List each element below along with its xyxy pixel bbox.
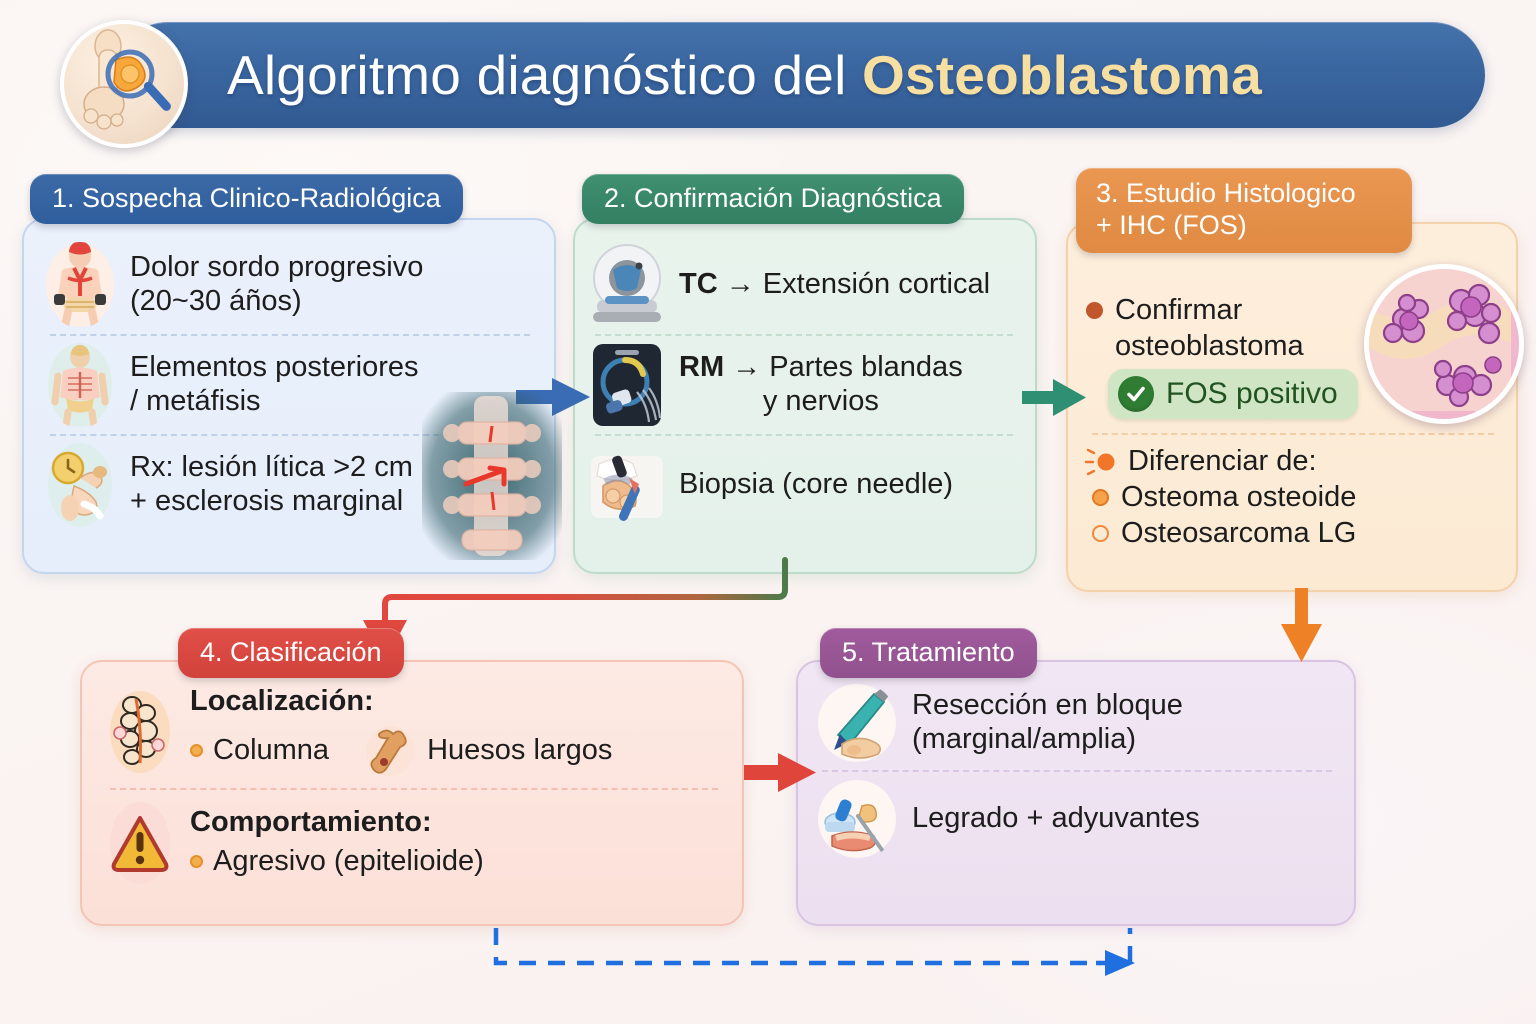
panel-3-diferenciar-text: Diferenciar de: — [1128, 445, 1317, 478]
panel-5-divider — [822, 770, 1332, 772]
panel-3-diff-item-1-text: Osteoma osteoide — [1121, 480, 1357, 513]
histology-micrograph-icon — [1364, 264, 1524, 424]
page-title-highlight: Osteoblastoma — [862, 44, 1262, 106]
diagram-title-bar: Algoritmo diagnóstico del Osteoblastoma — [115, 22, 1485, 128]
panel-3-diff-item-2: Osteosarcoma LG — [1092, 517, 1500, 551]
panel-1-divider-1 — [50, 334, 530, 336]
bullet-dot-hollow-icon — [1092, 524, 1109, 542]
panel-1-row-3: Rx: lesión lítica >2 cm + esclerosis mar… — [44, 442, 536, 528]
panel-5-row-2-label: Legrado + adyuvantes — [912, 802, 1200, 835]
panel-5-row-2: Legrado + adyuvantes — [816, 778, 1338, 860]
panel-4-divider — [110, 787, 718, 790]
panel-4-header-label: 4. Clasificación — [200, 637, 382, 667]
patient-anatomy-icon — [44, 342, 116, 428]
panel-4-group-comportamiento: Comportamiento: Agresivo (epitelioide) — [104, 800, 724, 886]
panel-2-row-1-arrow: → — [725, 268, 755, 301]
bullet-dot-filled-icon — [1092, 489, 1109, 507]
panel-estudio-histologico[interactable]: Confirmar osteoblastoma FOS positivo — [1066, 222, 1524, 592]
mri-machine-icon — [589, 340, 665, 430]
panel-4-item-agresivo: Agresivo (epitelioide) — [213, 845, 484, 878]
panel-1-body: Dolor sordo progresivo (20~30 áños) — [24, 220, 554, 544]
bone-magnifier-icon — [60, 20, 188, 148]
panel-2-row-1-label: TC → Extensión cortical — [679, 268, 990, 302]
panel-5-header[interactable]: 5. Tratamiento — [820, 628, 1037, 678]
bullet-dot-small-icon-2 — [190, 855, 203, 869]
panel-tratamiento[interactable]: Resección en bloque (marginal/amplia) — [796, 660, 1356, 926]
panel-3-header[interactable]: 3. Estudio Histologico + IHC (FOS) — [1076, 168, 1412, 254]
panel-2-header-label: 2. Confirmación Diagnóstica — [604, 183, 942, 213]
spine-lesion-icon — [104, 689, 176, 775]
panel-4-item-huesos-largos: Huesos largos — [427, 734, 613, 767]
bullet-dot-small-icon — [190, 744, 203, 758]
connector-p2-to-p4 — [363, 557, 788, 662]
ct-scanner-icon — [589, 240, 665, 330]
panel-4-comportamiento-label: Comportamiento: — [190, 806, 432, 839]
panel-confirmacion-diagnostica[interactable]: TC → Extensión cortical — [573, 218, 1037, 574]
panel-2-row-3-label: Biopsia (core needle) — [679, 468, 954, 501]
panel-clasificacion[interactable]: Localización: Columna Huesos lar — [80, 660, 744, 926]
panel-3-diferenciar-label: Diferenciar de: — [1084, 445, 1500, 479]
panel-1-header[interactable]: 1. Sospecha Clinico-Radiológica — [30, 174, 463, 224]
panel-1-row-1: Dolor sordo progresivo (20~30 áños) — [44, 242, 536, 328]
panel-3-header-line2: + IHC (FOS) — [1096, 209, 1247, 240]
panel-2-divider-1 — [595, 334, 1013, 336]
panel-3-diff-item-2-text: Osteosarcoma LG — [1121, 516, 1357, 549]
bullet-dot-dark-icon — [1086, 302, 1103, 320]
panel-1-row-3-label: Rx: lesión lítica >2 cm + esclerosis mar… — [130, 451, 413, 517]
bone-icon — [363, 724, 417, 778]
panel-2-row-1: TC → Extensión cortical — [589, 240, 1019, 330]
panel-2-row-1-modality: TC — [679, 268, 718, 301]
xray-clock-icon — [44, 442, 116, 528]
panel-2-row-3: Biopsia (core needle) — [589, 440, 1019, 530]
panel-1-row-1-label: Dolor sordo progresivo (20~30 áños) — [130, 251, 424, 317]
panel-5-row-1-label: Resección en bloque (marginal/amplia) — [912, 689, 1183, 755]
panel-4-item-columna: Columna — [213, 734, 330, 767]
biopsy-tray-icon — [589, 440, 665, 530]
panel-4-body: Localización: Columna Huesos lar — [82, 662, 742, 900]
panel-4-header[interactable]: 4. Clasificación — [178, 628, 404, 678]
panel-4-localizacion-label: Localización: — [190, 685, 374, 717]
status-badge-fos-positivo[interactable]: FOS positivo — [1108, 369, 1358, 420]
page-title-prefix: Algoritmo diagnóstico del — [227, 44, 862, 106]
burst-marker-icon — [1084, 448, 1116, 476]
panel-5-header-label: 5. Tratamiento — [842, 637, 1015, 667]
panel-1-header-label: 1. Sospecha Clinico-Radiológica — [52, 183, 441, 213]
panel-5-body: Resección en bloque (marginal/amplia) — [798, 662, 1354, 874]
panel-2-row-1-text: Extensión cortical — [762, 268, 991, 301]
page-title: Algoritmo diagnóstico del Osteoblastoma — [227, 43, 1262, 107]
panel-1-row-2-label: Elementos posteriores / metáfisis — [130, 351, 419, 417]
panel-1-row-2: Elementos posteriores / metáfisis — [44, 342, 536, 428]
panel-4-group-localizacion: Localización: Columna Huesos lar — [104, 685, 724, 778]
panel-2-header[interactable]: 2. Confirmación Diagnóstica — [582, 174, 964, 224]
panel-2-row-2-arrow: → — [732, 351, 762, 384]
spine-xray-icon — [422, 392, 562, 560]
warning-triangle-icon — [104, 800, 176, 886]
panel-3-divider — [1092, 433, 1494, 436]
panel-3-body: Confirmar osteoblastoma FOS positivo — [1068, 224, 1516, 560]
check-circle-icon — [1118, 376, 1154, 413]
panel-2-body: TC → Extensión cortical — [575, 220, 1035, 544]
panel-2-row-2: RM → Partes blandas y nervios — [589, 340, 1019, 430]
connector-p4-to-p5-feedback — [493, 928, 1135, 976]
panel-2-row-2-text: Partes blandas — [769, 351, 963, 384]
panel-3-bullet-text1: Confirmar — [1115, 294, 1243, 326]
curettage-icon — [816, 778, 898, 860]
panel-5-row-1: Resección en bloque (marginal/amplia) — [816, 682, 1338, 764]
panel-2-divider-2 — [595, 434, 1013, 436]
scalpel-resection-icon — [816, 682, 898, 764]
fos-badge-label: FOS positivo — [1166, 377, 1338, 411]
panel-2-row-2-text2: y nervios — [762, 385, 879, 417]
panel-2-row-2-label: RM → Partes blandas y nervios — [679, 351, 963, 418]
patient-pain-icon — [44, 242, 116, 328]
panel-3-bullet-confirmar: Confirmar — [1086, 294, 1500, 328]
panel-3-header-line1: 3. Estudio Histologico — [1096, 178, 1356, 208]
panel-3-bullet-text2: osteoblastoma — [1115, 329, 1304, 362]
panel-2-row-2-modality: RM — [679, 351, 725, 384]
panel-1-divider-2 — [50, 434, 530, 436]
panel-3-diff-item-1: Osteoma osteoide — [1092, 481, 1500, 515]
connector-p3-to-p5 — [1281, 588, 1322, 662]
